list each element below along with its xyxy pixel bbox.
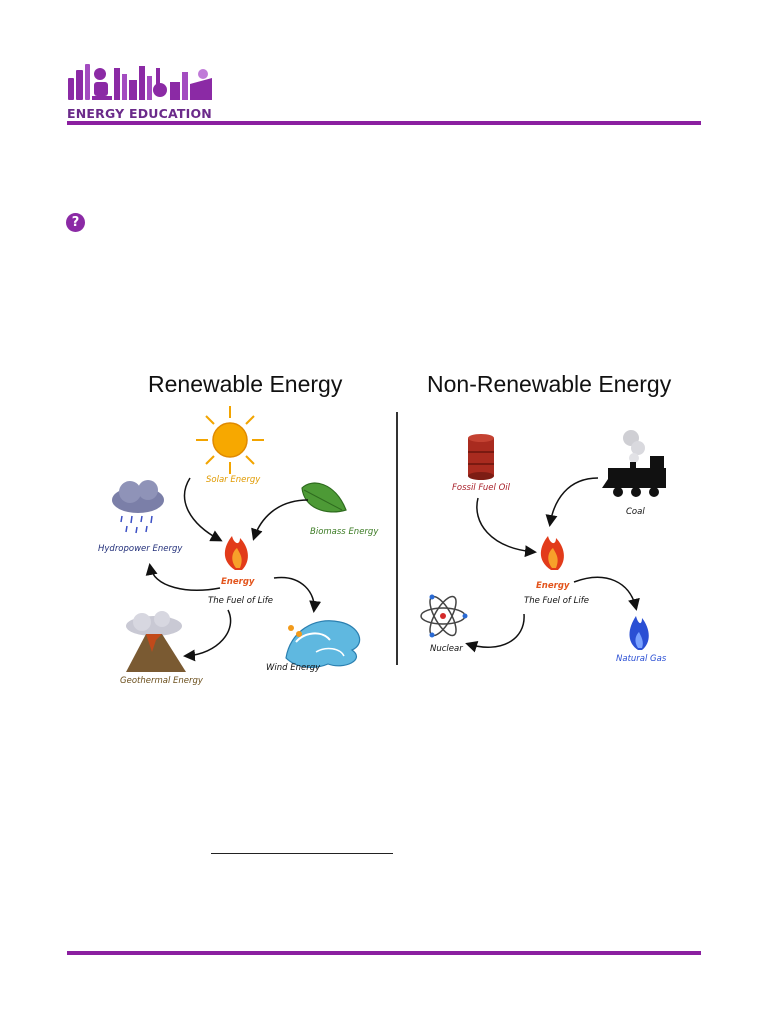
nonrenewable-center-label: Energy xyxy=(536,581,570,591)
train-icon xyxy=(602,430,666,497)
header-divider xyxy=(67,121,701,125)
renewable-center-label: Energy xyxy=(221,577,255,587)
biomass-label: Biomass Energy xyxy=(310,527,379,537)
flame-icon xyxy=(224,536,248,570)
rain-cloud-icon xyxy=(112,480,164,534)
leaf-icon xyxy=(301,482,347,513)
nonrenewable-arrows xyxy=(465,477,640,653)
fossil-oil-label: Fossil Fuel Oil xyxy=(452,483,511,493)
solar-label: Solar Energy xyxy=(206,475,261,485)
brand-name: ENERGY EDUCATION xyxy=(67,106,212,121)
oil-barrel-icon xyxy=(468,434,494,480)
geothermal-label: Geothermal Energy xyxy=(120,676,204,686)
nuclear-label: Nuclear xyxy=(430,644,463,654)
nonrenewable-title: Non-Renewable Energy xyxy=(427,371,672,397)
natural-gas-label: Natural Gas xyxy=(616,654,667,664)
flame-icon xyxy=(540,536,564,570)
answer-blank-line xyxy=(211,853,393,854)
wind-label: Wind Energy xyxy=(266,663,321,673)
nonrenewable-center-sub: The Fuel of Life xyxy=(524,596,589,606)
volcano-icon xyxy=(126,611,186,672)
coal-label: Coal xyxy=(626,507,645,517)
renewable-arrows xyxy=(145,477,322,662)
footer-divider xyxy=(67,951,701,955)
sun-icon xyxy=(196,406,264,474)
energy-education-logo xyxy=(68,64,212,100)
hydropower-label: Hydropower Energy xyxy=(98,544,183,554)
question-icon[interactable]: ? xyxy=(66,213,85,232)
wind-wave-icon xyxy=(285,620,361,668)
energy-comparison-diagram: Renewable Energy Non-Renewable Energy So… xyxy=(98,371,672,686)
gas-flame-icon xyxy=(629,616,649,650)
renewable-title: Renewable Energy xyxy=(148,371,343,397)
renewable-center-sub: The Fuel of Life xyxy=(208,596,273,606)
atom-icon xyxy=(420,594,468,638)
